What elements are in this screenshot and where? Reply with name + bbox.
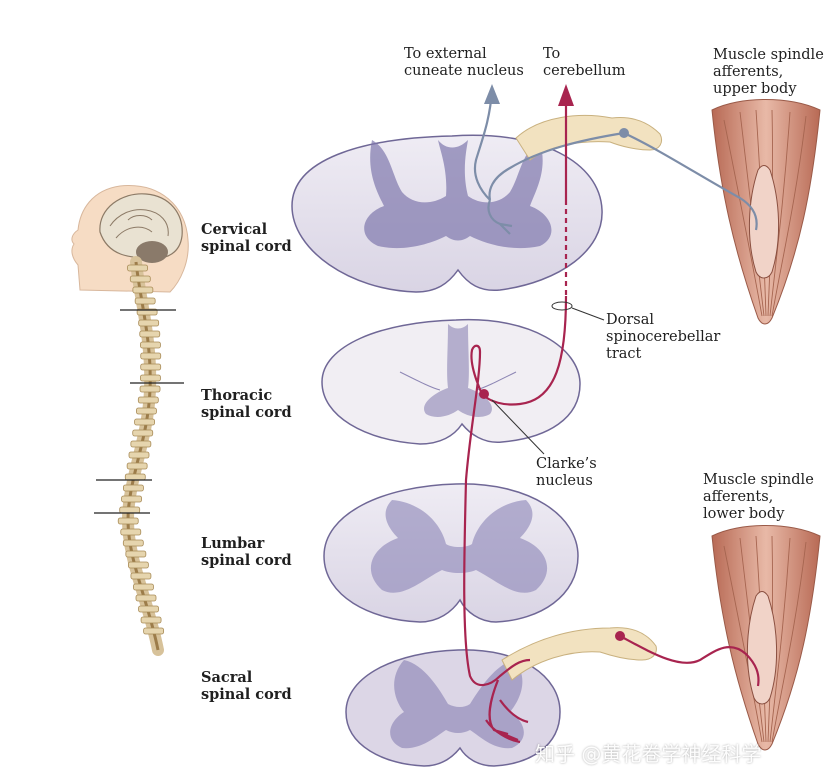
thoracic-section <box>321 318 581 445</box>
vertebra <box>117 517 139 525</box>
vertebra <box>126 462 148 470</box>
vertebra <box>139 385 161 393</box>
vertebra <box>134 297 156 305</box>
upper-dorsal-root <box>515 114 663 161</box>
lower-afferent-to-spindle <box>619 635 760 687</box>
upper-muscle <box>711 99 821 325</box>
dorsal-tract-leader <box>571 307 605 321</box>
vertebra <box>143 627 165 635</box>
vertebra <box>120 528 142 536</box>
upper-muscle-spindle <box>748 165 780 279</box>
clarkes-leader <box>491 399 545 455</box>
label-sacral: Sacral spinal cord <box>201 669 292 703</box>
vertebra <box>140 616 162 624</box>
vertebra <box>140 341 161 349</box>
watermark: 知乎 @黄花卷学神经科学 <box>535 742 762 766</box>
thoracic-horn-lines <box>399 371 517 391</box>
vertebra <box>127 561 149 569</box>
vertebra <box>137 396 159 404</box>
brain-folds <box>109 209 169 239</box>
vertebra <box>132 429 154 437</box>
label-cervical: Cervical spinal cord <box>201 221 292 255</box>
upper-nerve-sheath <box>515 114 663 161</box>
vertebra <box>123 484 144 492</box>
label-clarkes: Clarke’s nucleus <box>536 456 597 489</box>
vertebra <box>128 451 150 459</box>
label-to-cerebellum: To cerebellum <box>543 46 626 79</box>
vertebra <box>121 495 142 503</box>
vertebra <box>140 374 161 382</box>
head-spine-illustration <box>71 185 189 656</box>
lower-muscle <box>711 525 821 751</box>
cerebellum <box>136 241 168 263</box>
vertebra <box>124 473 146 481</box>
vertebra <box>130 572 152 580</box>
sacral-branches <box>485 679 529 744</box>
vertebra <box>138 319 160 327</box>
label-lumbar: Lumbar spinal cord <box>201 535 292 569</box>
vertebra <box>119 506 141 514</box>
vertebra <box>127 264 148 272</box>
arrow-to-cerebellum <box>558 84 574 106</box>
vertebra <box>130 440 152 448</box>
upper-afferent-ascending <box>473 89 494 201</box>
vertebra <box>136 407 157 415</box>
upper-afferent-branch <box>487 199 513 235</box>
label-to-cuneate: To external cuneate nucleus <box>404 46 524 79</box>
label-thoracic: Thoracic spinal cord <box>201 387 292 421</box>
vertebra <box>140 363 162 371</box>
dorsal-tract-marker <box>551 301 573 311</box>
vertebra <box>125 550 147 558</box>
upper-afferent-into-cord <box>488 131 625 201</box>
brain <box>99 193 183 259</box>
vertebra <box>133 583 154 591</box>
vertebra <box>134 418 155 426</box>
lumbar-section <box>323 483 579 623</box>
arrow-to-cuneate <box>484 84 500 104</box>
lumbar-gray-matter <box>370 500 548 593</box>
label-muscle-upper: Muscle spindle afferents, upper body <box>713 47 824 97</box>
vertebra <box>139 330 161 338</box>
upper-afferent-pathway <box>473 89 758 235</box>
clarkes-nucleus-cell <box>479 389 489 399</box>
vertebra <box>122 539 144 547</box>
thoracic-gray-matter <box>424 324 492 417</box>
vertebra <box>135 594 157 602</box>
cervical-gray-matter <box>364 140 552 249</box>
clarkes-input-fiber <box>463 344 531 687</box>
lower-nerve-sheath <box>501 627 657 681</box>
cervical-section <box>291 134 603 293</box>
vertebra <box>138 605 159 613</box>
label-muscle-lower: Muscle spindle afferents, lower body <box>703 472 814 522</box>
lower-muscle-spindle <box>746 591 778 705</box>
vertebra <box>140 352 162 360</box>
upper-afferent-to-spindle <box>623 132 758 231</box>
vertebra <box>132 286 154 294</box>
label-dorsal-tract: Dorsal spinocerebellar tract <box>606 312 721 362</box>
vertebra <box>129 275 151 283</box>
